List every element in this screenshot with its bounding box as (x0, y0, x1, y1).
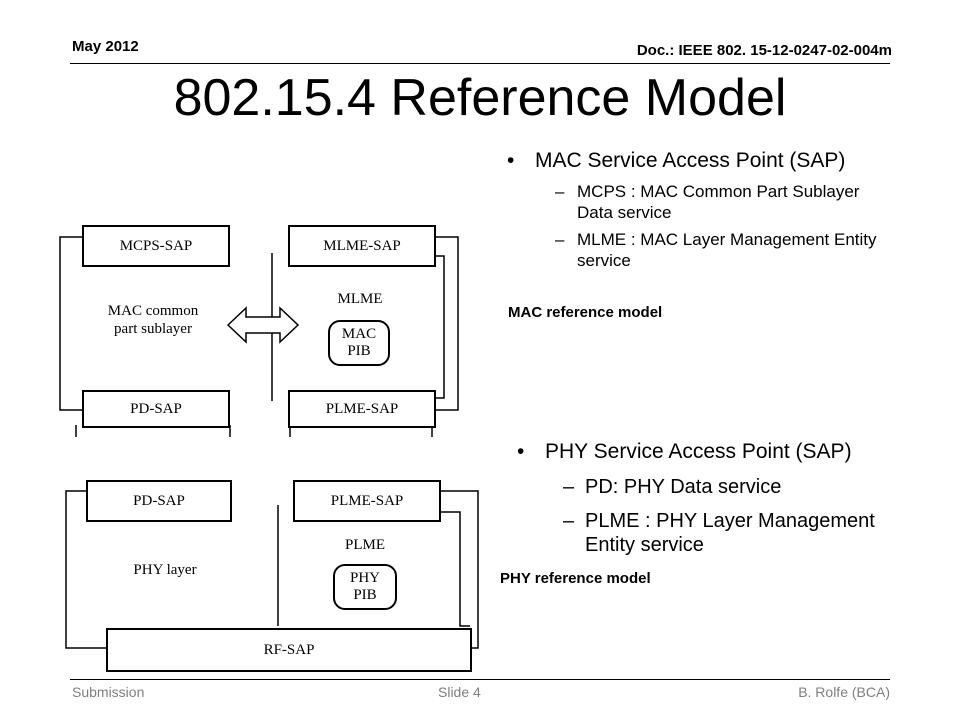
mac-pib-line1: MAC (341, 326, 377, 342)
bullet-dot-icon: • (517, 440, 525, 463)
mac-sub-item-mcps: – MCPS : MAC Common Part Sublayer Data s… (555, 181, 877, 223)
footer-submission: Submission (72, 684, 145, 700)
mac-plme-sap-box: PLME-SAP (288, 390, 436, 428)
mac-pib-box: MAC PIB (328, 320, 390, 366)
header-divider (70, 63, 890, 64)
phy-plme-sap-box: PLME-SAP (293, 480, 441, 522)
double-arrow-icon (226, 306, 300, 344)
phy-bullet-block: • PHY Service Access Point (SAP) – PD: P… (517, 440, 925, 557)
mlme-sap-box: MLME-SAP (288, 225, 436, 267)
mac-diagram-caption: MAC reference model (508, 304, 663, 321)
footer-divider (70, 679, 890, 680)
mcps-sap-box: MCPS-SAP (82, 225, 230, 267)
phy-pib-box: PHY PIB (333, 564, 397, 610)
phy-bullet-text: PHY Service Access Point (SAP) (545, 440, 852, 463)
phy-pib-line1: PHY (349, 570, 380, 586)
mac-bullet-block: • MAC Service Access Point (SAP) – MCPS … (507, 149, 915, 271)
mac-bullet-text: MAC Service Access Point (SAP) (535, 149, 846, 172)
mac-common-label: MAC common part sublayer (88, 302, 218, 338)
footer-author: B. Rolfe (BCA) (798, 684, 890, 700)
phy-sub-item-text: PLME : PHY Layer Management Entity servi… (585, 510, 875, 556)
plme-label: PLME (344, 537, 385, 553)
dash-icon: – (563, 510, 575, 532)
mac-pd-sap-box: PD-SAP (82, 390, 230, 428)
phy-sub-item-text: PD: PHY Data service (585, 476, 782, 498)
phy-sub-item-plme: – PLME : PHY Layer Management Entity ser… (563, 509, 905, 557)
phy-pd-sap-box: PD-SAP (86, 480, 232, 522)
mac-common-line1: MAC common (107, 303, 199, 319)
mac-common-line2: part sublayer (114, 321, 192, 337)
dash-icon: – (563, 476, 575, 498)
footer-slide-number: Slide 4 (438, 684, 481, 700)
mac-pib-line2: PIB (347, 343, 371, 359)
bullet-dot-icon: • (507, 149, 515, 172)
phy-sub-item-pd: – PD: PHY Data service (563, 476, 960, 499)
dash-icon: – (555, 182, 565, 201)
header-doc-id: Doc.: IEEE 802. 15-12-0247-02-004m (636, 42, 892, 59)
mac-bullet: • MAC Service Access Point (SAP) (507, 149, 915, 173)
phy-bullet: • PHY Service Access Point (SAP) (517, 440, 925, 464)
slide-title: 802.15.4 Reference Model (173, 69, 787, 127)
dash-icon: – (555, 230, 565, 249)
rf-sap-box: RF-SAP (106, 628, 472, 672)
header-date: May 2012 (72, 38, 139, 55)
phy-pib-line2: PIB (353, 587, 377, 603)
mac-sub-item-text: MCPS : MAC Common Part Sublayer Data ser… (577, 182, 860, 222)
phy-diagram-caption: PHY reference model (500, 570, 651, 587)
mac-sub-item-text: MLME : MAC Layer Management Entity servi… (577, 230, 877, 270)
phy-layer-label: PHY layer (133, 562, 197, 578)
mac-sub-item-mlme: – MLME : MAC Layer Management Entity ser… (555, 229, 877, 271)
mlme-label: MLME (337, 291, 383, 307)
